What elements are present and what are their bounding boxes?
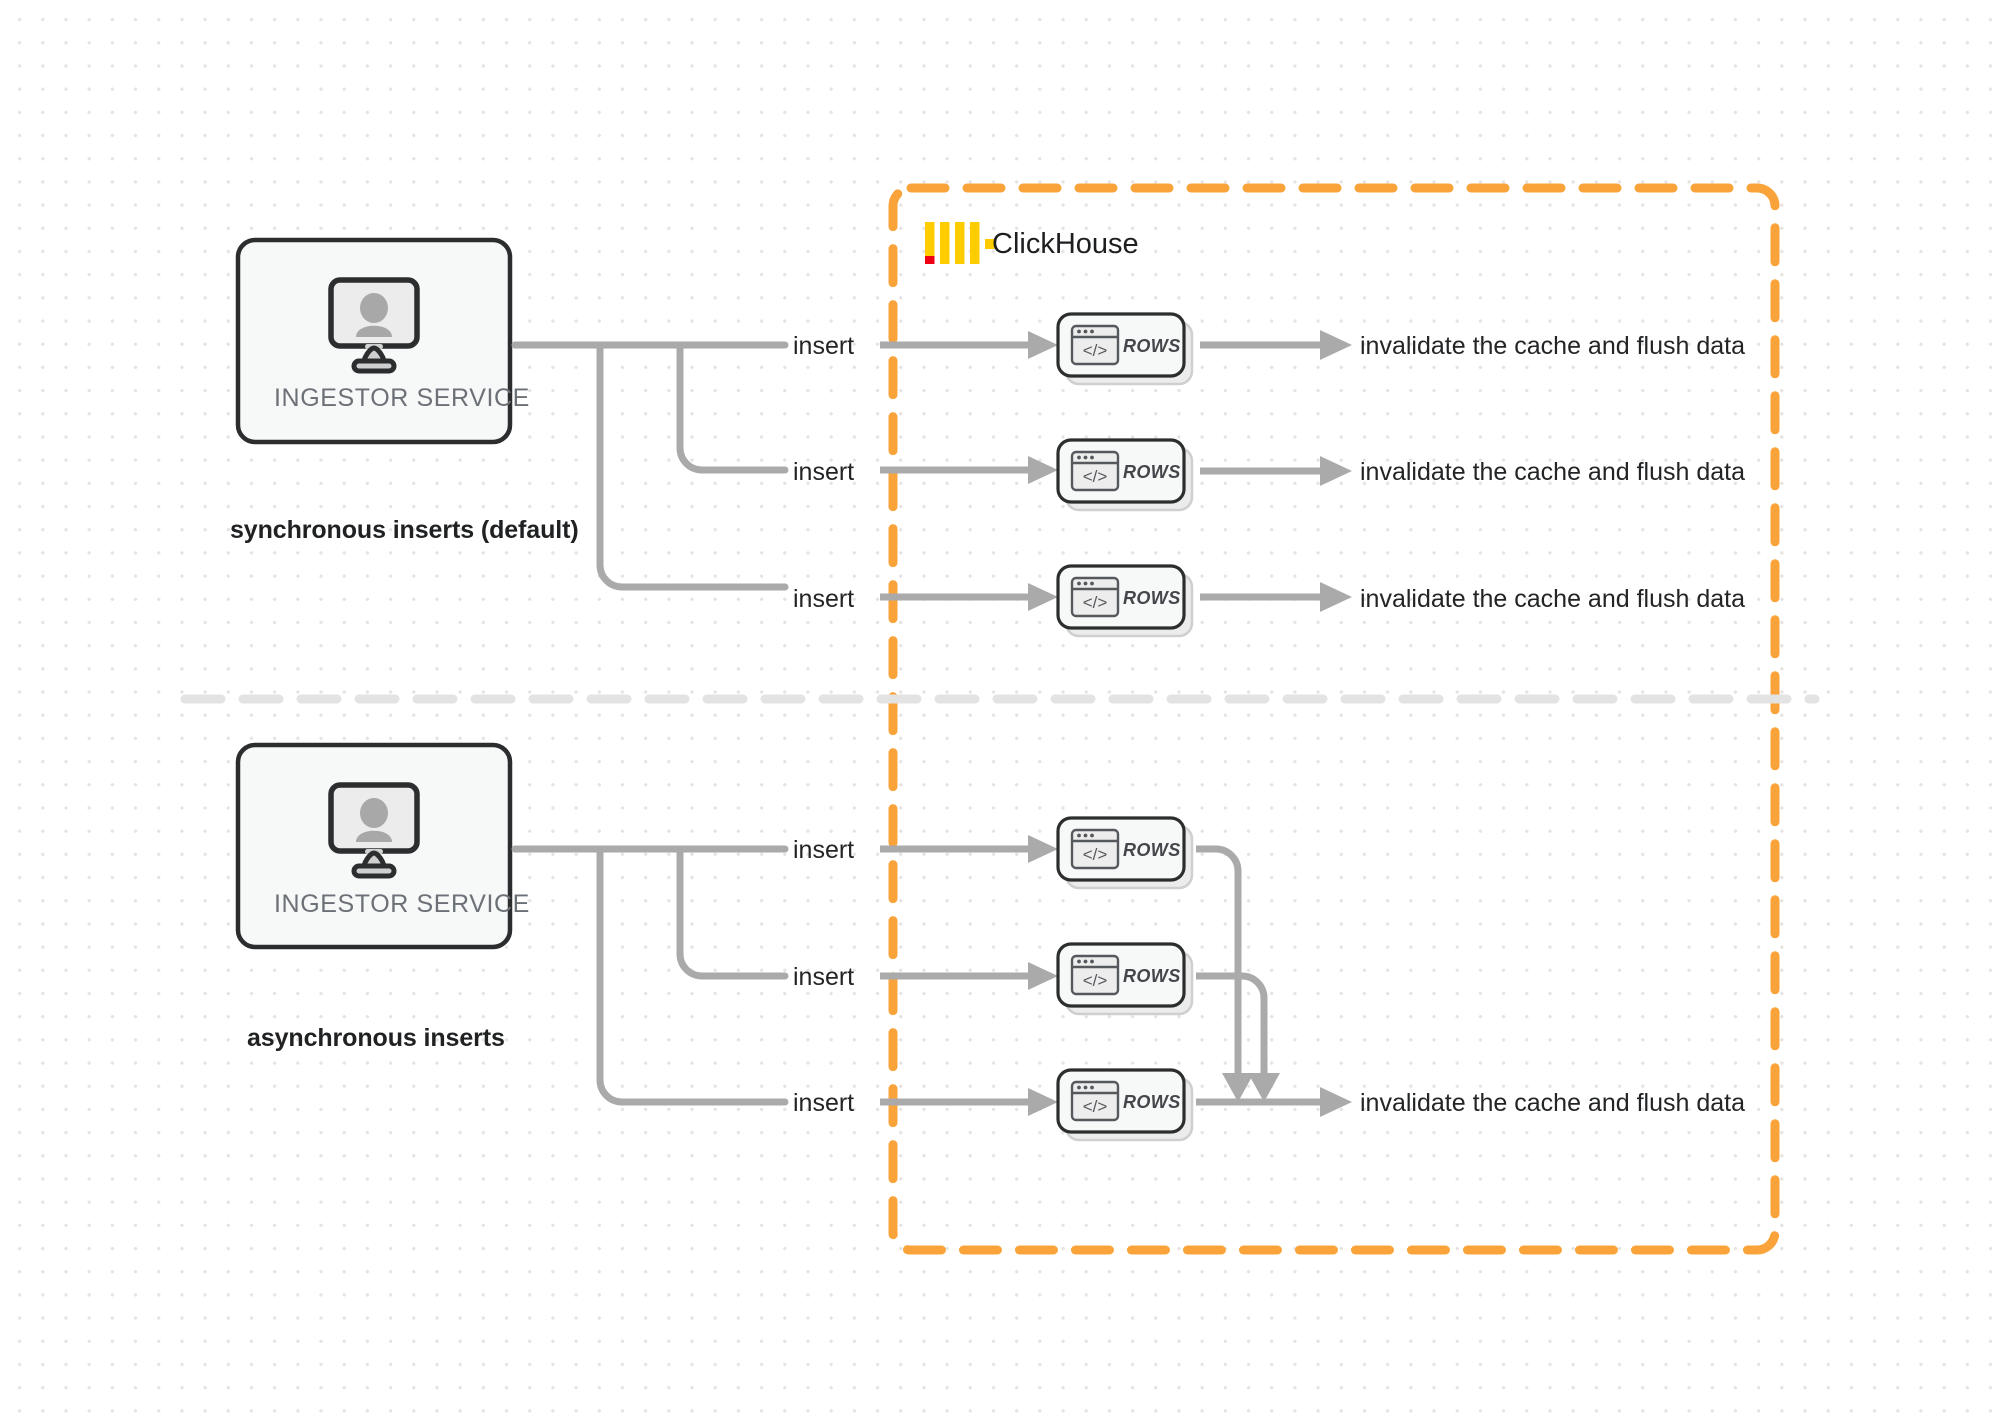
clickhouse-logo-icon: [925, 222, 995, 264]
rows-label-async-3: ROWS: [1123, 1092, 1181, 1112]
service-title-asynchronous: INGESTOR SERVICE: [274, 890, 530, 918]
connector-flush-arrow-asynchronous: [1196, 1087, 1352, 1117]
connector-branch-asynchronous: [511, 845, 789, 1106]
connector-flush-arrows-synchronous: [1200, 330, 1352, 612]
rows-label-async-2: ROWS: [1123, 966, 1181, 986]
sink-label-async-merged: invalidate the cache and flush data: [1360, 1089, 1745, 1117]
merge-arrowhead-1: [1222, 1073, 1254, 1102]
clickhouse-boundary-box: [888, 183, 1780, 1255]
sink-label-sync-1: invalidate the cache and flush data: [1360, 332, 1745, 360]
edge-label-sync-2: insert: [793, 458, 855, 486]
connector-insert-arrows-asynchronous: [880, 835, 1058, 1116]
rows-label-sync-1: ROWS: [1123, 336, 1181, 356]
rows-label-sync-3: ROWS: [1123, 588, 1181, 608]
edge-label-async-2: insert: [793, 963, 855, 991]
sink-label-sync-2: invalidate the cache and flush data: [1360, 458, 1745, 486]
section-label-synchronous: synchronous inserts (default): [230, 516, 579, 544]
sink-label-sync-3: invalidate the cache and flush data: [1360, 585, 1745, 613]
edge-label-async-1: insert: [793, 836, 855, 864]
merge-arrowhead-2: [1248, 1073, 1280, 1102]
rows-label-sync-2: ROWS: [1123, 462, 1181, 482]
connector-merge-asynchronous: [1196, 845, 1268, 1075]
section-label-asynchronous: asynchronous inserts: [247, 1024, 505, 1052]
edge-label-async-3: insert: [793, 1089, 855, 1117]
clickhouse-boundary-label: ClickHouse: [992, 228, 1139, 260]
connector-insert-arrows-synchronous: [880, 331, 1058, 611]
service-title-synchronous: INGESTOR SERVICE: [274, 384, 530, 412]
edge-label-sync-3: insert: [793, 585, 855, 613]
rows-label-async-1: ROWS: [1123, 840, 1181, 860]
edge-label-sync-1: insert: [793, 332, 855, 360]
connector-branch-synchronous: [511, 341, 789, 591]
